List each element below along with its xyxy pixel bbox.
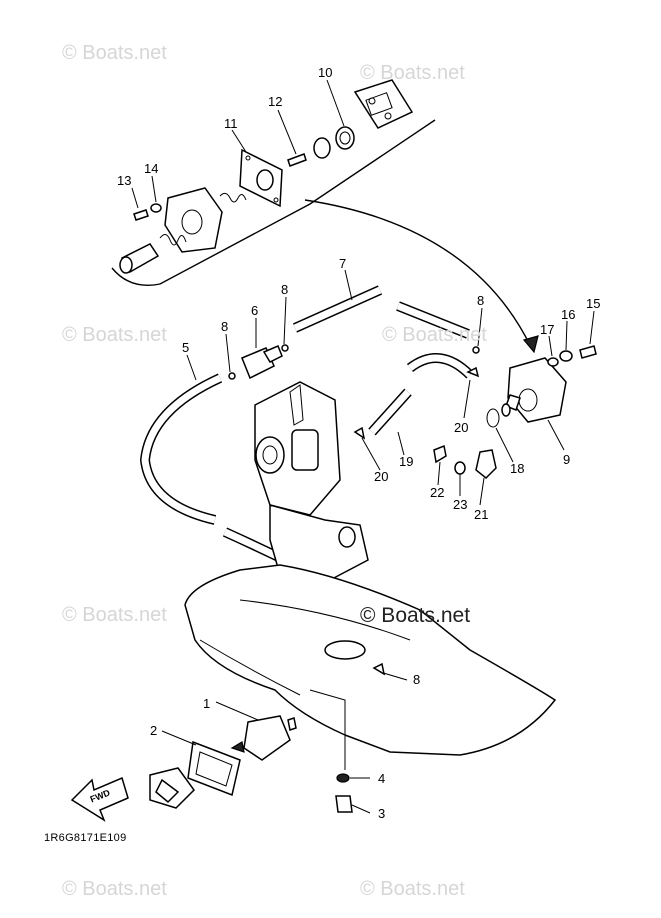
callout-6: 6 [251, 303, 259, 318]
callout-8: 8 [413, 672, 421, 687]
callout-11: 11 [224, 116, 238, 131]
callout-23: 23 [453, 497, 468, 512]
inset-frame-line [111, 119, 436, 286]
callout-3: 3 [378, 806, 386, 821]
watermark: © Boats.net [62, 42, 167, 64]
callout-22: 22 [430, 485, 445, 500]
callout-8: 8 [281, 282, 289, 297]
callout-7: 7 [339, 256, 347, 271]
inset-parts [119, 79, 414, 274]
fwd-arrow [70, 776, 129, 822]
callout-14: 14 [144, 161, 159, 176]
callout-21: 21 [474, 507, 489, 522]
callout-9: 9 [563, 452, 571, 467]
callout-15: 15 [586, 296, 601, 311]
lower-housing [184, 564, 557, 770]
watermark: © Boats.net [360, 878, 465, 900]
callout-20: 20 [374, 469, 389, 484]
watermark: © Boats.net [382, 324, 487, 346]
callout-16: 16 [561, 307, 576, 322]
callout-2: 2 [150, 723, 158, 738]
watermark: © Boats.net [62, 878, 167, 900]
callout-17: 17 [540, 322, 555, 337]
callout-13: 13 [117, 173, 132, 188]
fuel-filter [228, 344, 289, 380]
hose-clips [372, 346, 480, 676]
callout-10: 10 [318, 65, 333, 80]
callout-19: 19 [399, 454, 414, 469]
callout-4: 4 [378, 771, 386, 786]
inset-arrow-head [522, 335, 539, 354]
callout-12: 12 [268, 94, 283, 109]
inset-leaders [131, 79, 345, 209]
callout-8: 8 [221, 319, 229, 334]
watermark: © Boats.net [360, 62, 465, 84]
callout-leaders [161, 269, 595, 814]
callout-18: 18 [510, 461, 525, 476]
callout-5: 5 [182, 340, 190, 355]
diagram-code: 1R6G8171E109 [44, 832, 127, 844]
callout-8: 8 [477, 293, 485, 308]
callout-20: 20 [454, 420, 469, 435]
watermark: © Boats.net [360, 604, 471, 627]
fuel-pump [353, 345, 597, 480]
inset-arrow [304, 199, 531, 346]
watermark: © Boats.net [62, 604, 167, 626]
callout-1: 1 [203, 696, 211, 711]
watermark: © Boats.net [62, 324, 167, 346]
fuel-cock [149, 715, 297, 809]
drain-screw [335, 773, 353, 813]
carburetor [254, 381, 369, 581]
